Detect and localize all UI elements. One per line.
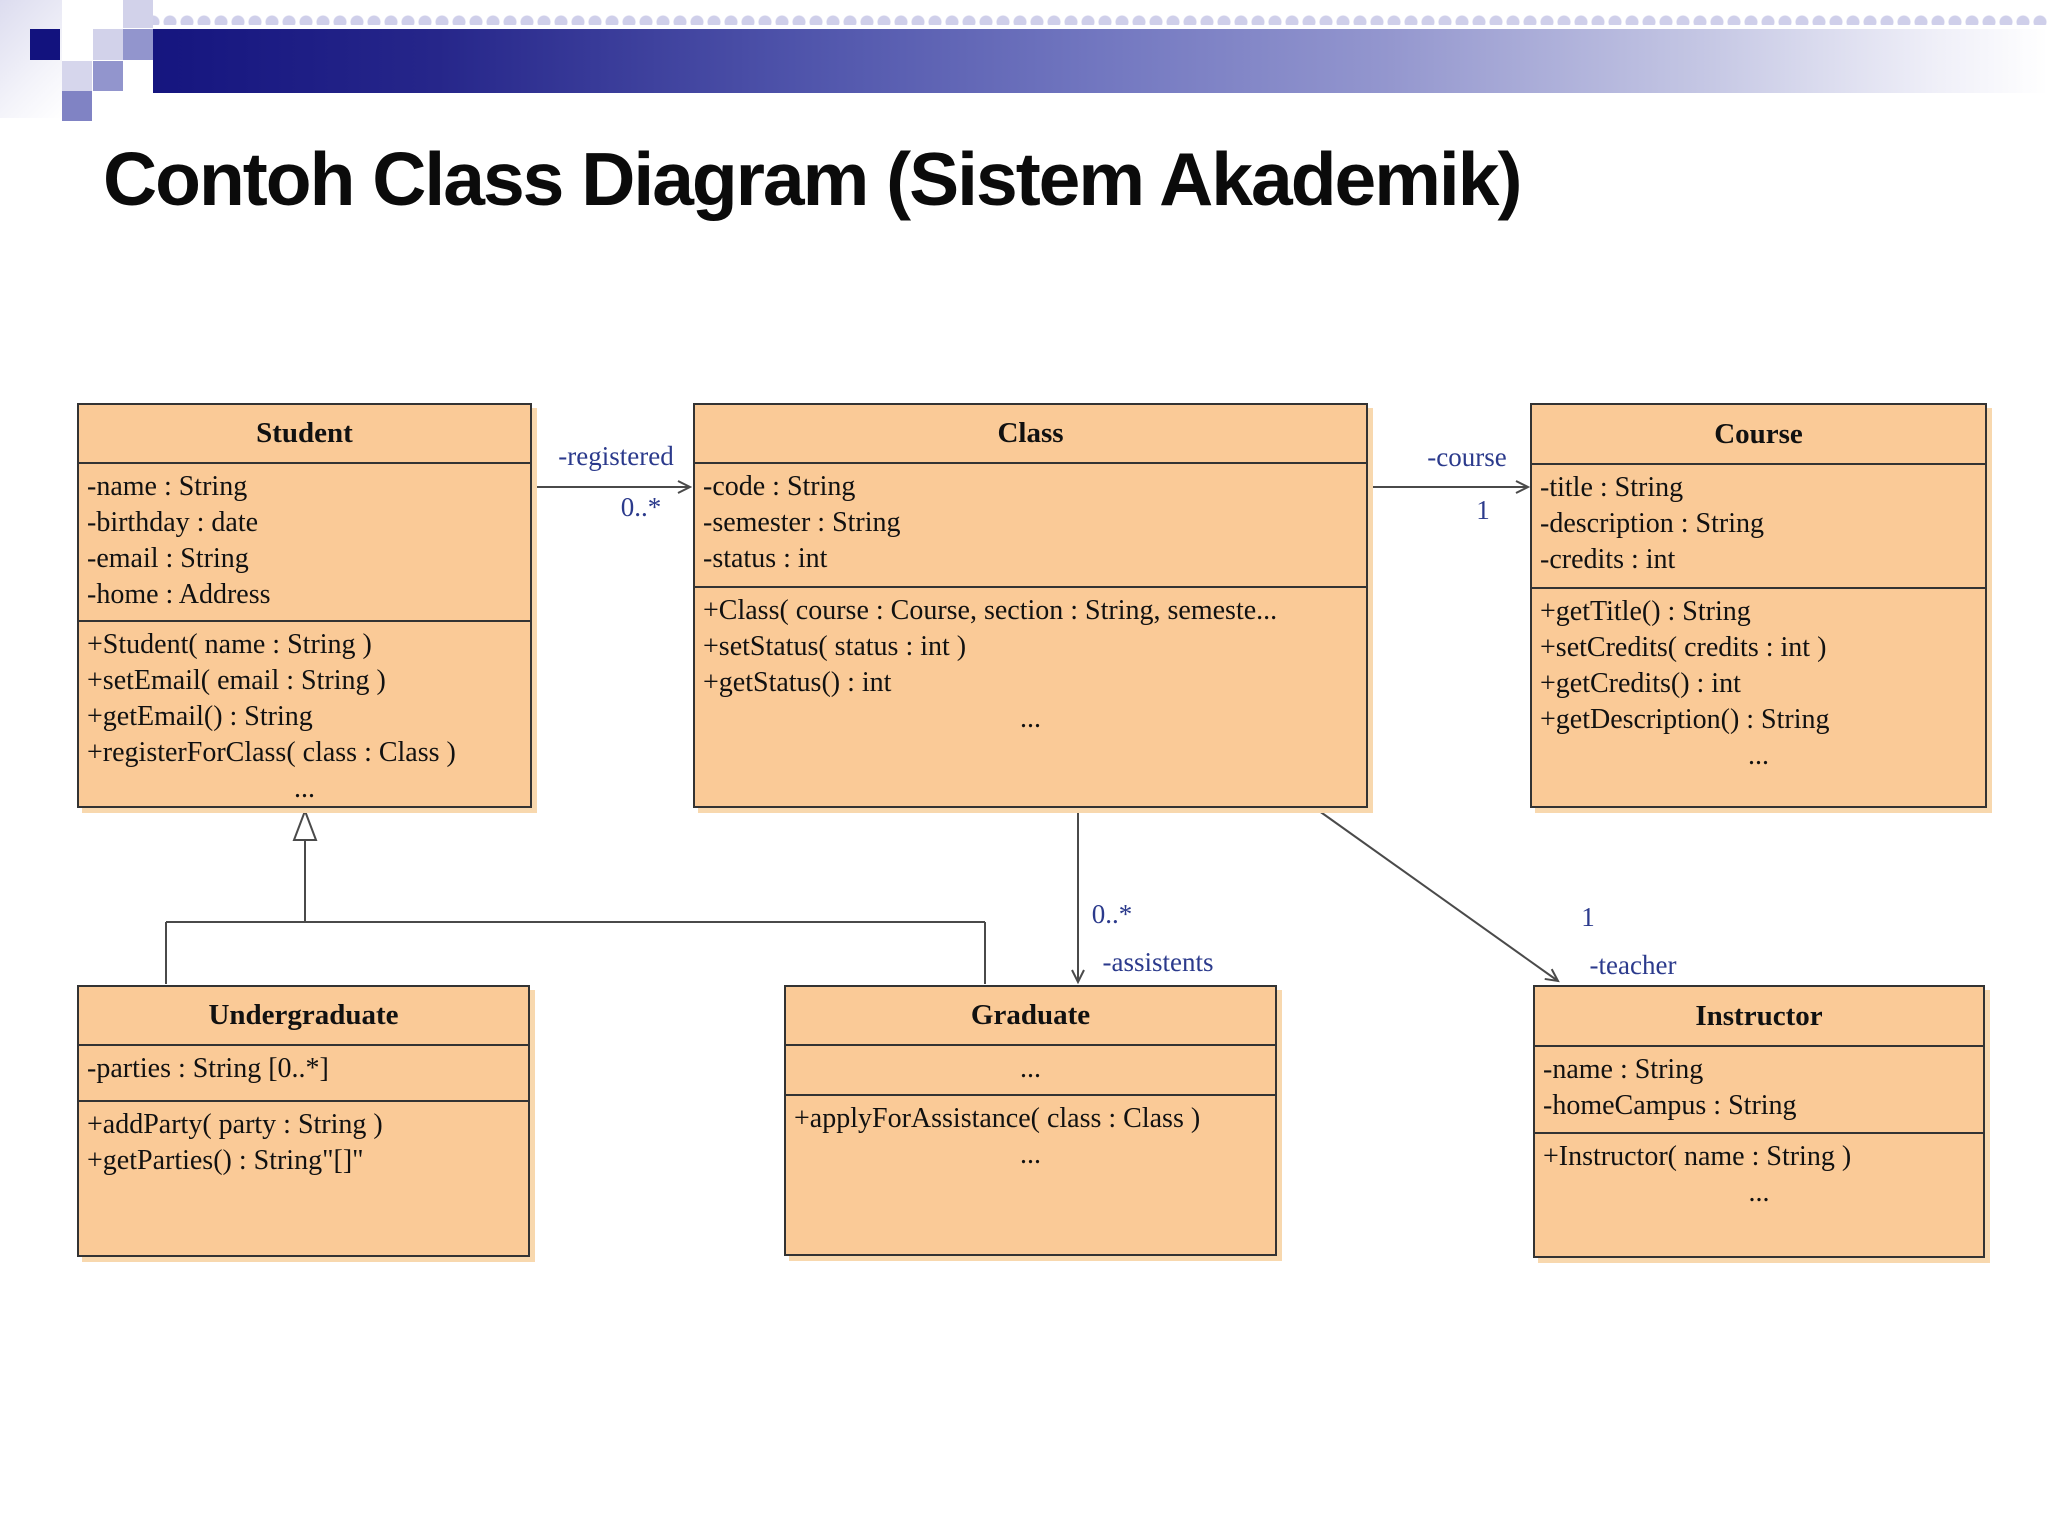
class-box-course: Course -title : String -description : Str… <box>1530 403 1987 808</box>
edge-label-registered-mult: 0..* <box>620 492 662 522</box>
slide-title: Contoh Class Diagram (Sistem Akademik) <box>103 137 1522 221</box>
edge-label-teacher-role: -teacher <box>1589 950 1677 980</box>
class-name-course: Course <box>1532 405 1985 465</box>
member-line: -semester : String <box>703 507 901 538</box>
assoc-class-instructor-line <box>1314 807 1560 983</box>
member-line: +Student( name : String ) <box>87 629 372 660</box>
member-line: -credits : int <box>1540 544 1676 575</box>
member-line: -name : String <box>87 471 248 502</box>
member-line: +getTitle() : String <box>1540 596 1751 627</box>
class-attributes: -name : String -homeCampus : String <box>1535 1047 1983 1134</box>
class-attributes: -title : String -description : String -cre… <box>1532 465 1985 589</box>
class-name-class: Class <box>695 405 1366 464</box>
ellipsis-line: ... <box>1748 740 1769 771</box>
class-name-undergraduate: Undergraduate <box>79 987 528 1046</box>
member-line: -home : Address <box>87 579 271 610</box>
mosaic-square-light <box>123 0 153 28</box>
class-name-instructor: Instructor <box>1535 987 1983 1047</box>
class-attributes: ... <box>786 1046 1275 1096</box>
class-methods: +Instructor( name : String )... <box>1535 1134 1983 1211</box>
class-name-graduate: Graduate <box>786 987 1275 1046</box>
member-line: -title : String <box>1540 472 1684 503</box>
member-line: +setCredits( credits : int ) <box>1540 632 1827 663</box>
member-line: -birthday : date <box>87 507 259 538</box>
member-line: +getEmail() : String <box>87 701 313 732</box>
member-line: +getStatus() : int <box>703 667 892 698</box>
member-line: -email : String <box>87 543 249 574</box>
class-box-undergraduate: Undergraduate -parties : String [0..*] +… <box>77 985 530 1257</box>
member-line: +Class( course : Course, section : Strin… <box>703 595 1278 626</box>
class-attributes: -parties : String [0..*] <box>79 1046 528 1102</box>
class-box-graduate: Graduate ... +applyForAssistance( class … <box>784 985 1277 1256</box>
edge-label-assistents-role: -assistents <box>1102 947 1214 977</box>
mosaic-square-medium-dark <box>62 91 92 121</box>
edge-label-teacher-mult: 1 <box>1581 902 1595 932</box>
class-attributes: -code : String -semester : String -status … <box>695 464 1366 588</box>
class-methods: +Class( course : Course, section : Strin… <box>695 588 1366 737</box>
member-line: +setStatus( status : int ) <box>703 631 967 662</box>
member-line: +getCredits() : int <box>1540 668 1741 699</box>
mosaic-square-dark <box>30 29 60 60</box>
member-line: +addParty( party : String ) <box>87 1109 383 1140</box>
class-box-instructor: Instructor -name : String -homeCampus : S… <box>1533 985 1985 1258</box>
class-methods: +addParty( party : String ) +getParties()… <box>79 1102 528 1179</box>
class-attributes: -name : String -birthday : date -email : S… <box>79 464 530 622</box>
class-box-student: Student -name : String -birthday : date -e… <box>77 403 532 808</box>
class-methods: +getTitle() : String +setCredits( credits… <box>1532 589 1985 774</box>
member-line: -homeCampus : String <box>1543 1090 1797 1121</box>
class-box-class: Class -code : String -semester : String -s… <box>693 403 1368 808</box>
member-line: -description : String <box>1540 508 1764 539</box>
member-line: -parties : String [0..*] <box>87 1053 329 1084</box>
mosaic-square-medium <box>123 29 153 60</box>
member-line: +applyForAssistance( class : Class ) <box>794 1103 1201 1134</box>
mosaic-square-medium <box>93 61 123 91</box>
member-line: +Instructor( name : String ) <box>1543 1141 1852 1172</box>
edge-label-course-role: -course <box>1427 442 1507 472</box>
edge-label-assistents-mult: 0..* <box>1091 899 1133 929</box>
member-line: -status : int <box>703 543 828 574</box>
mosaic-square-light <box>62 61 92 91</box>
member-line: -code : String <box>703 471 856 502</box>
member-line: +setEmail( email : String ) <box>87 665 386 696</box>
member-line: -name : String <box>1543 1054 1704 1085</box>
header-bar <box>153 29 2048 93</box>
header-pattern-line <box>128 8 2048 25</box>
member-line: +getDescription() : String <box>1540 704 1830 735</box>
class-methods: +applyForAssistance( class : Class )... <box>786 1096 1275 1173</box>
generalization-triangle-icon <box>292 808 318 841</box>
class-name-student: Student <box>79 405 530 464</box>
member-line: +getParties() : String"[]" <box>87 1145 364 1176</box>
member-line: +registerForClass( class : Class ) <box>87 737 456 768</box>
edge-label-registered-role: -registered <box>558 441 674 471</box>
ellipsis-line: ... <box>1020 1053 1041 1084</box>
ellipsis-line: ... <box>1020 1139 1041 1170</box>
ellipsis-line: ... <box>1748 1177 1770 1208</box>
ellipsis-line: ... <box>294 773 315 804</box>
edge-label-course-mult: 1 <box>1476 495 1490 525</box>
ellipsis-line: ... <box>1020 703 1041 734</box>
class-methods: +Student( name : String ) +setEmail( emai… <box>79 622 530 807</box>
mosaic-square-light <box>93 29 123 60</box>
